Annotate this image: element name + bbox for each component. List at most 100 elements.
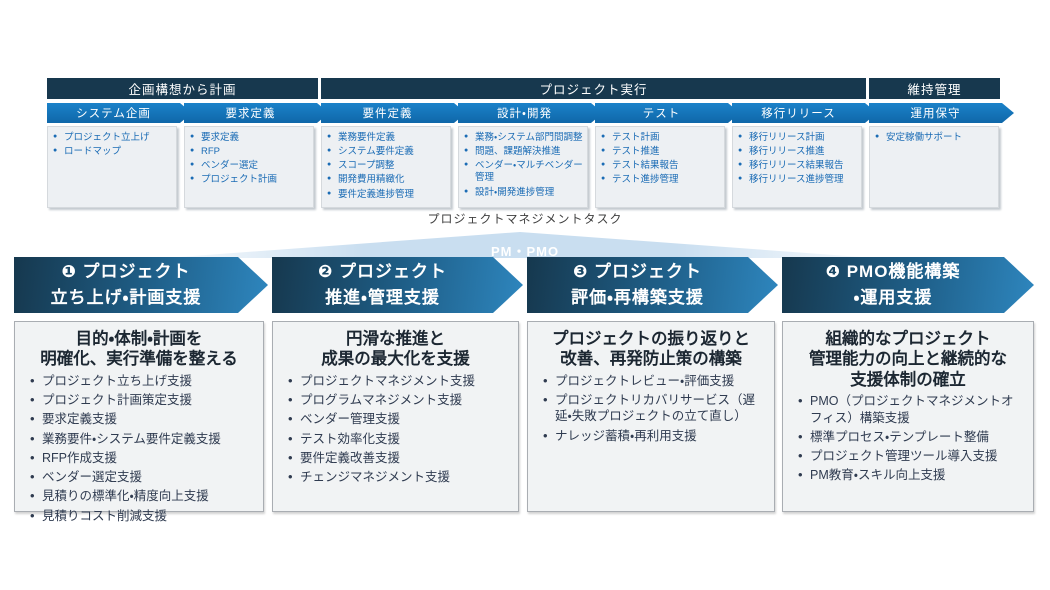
phase-arrow-label: 要件定義 bbox=[362, 108, 413, 120]
service-arrow-promotion-management: ❷ プロジェクト 推進・管理支援 bbox=[272, 257, 523, 313]
task-item: スコープ調整 bbox=[326, 160, 446, 172]
phase-task-list: 業務・システム部門間調整問題、課題解決推進ベンダー・マルチベンダー管理設計・開発… bbox=[463, 132, 583, 199]
phase-arrow: システム企画 bbox=[47, 103, 192, 123]
phase-task-box: 要求定義 RFP ベンダー選定プロジェクト計画 bbox=[184, 126, 314, 208]
service-item: プロジェクト立ち上げ支援 bbox=[27, 373, 255, 390]
phase-arrow: 要求定義 bbox=[184, 103, 329, 123]
service-item: ベンダー選定支援 bbox=[27, 469, 255, 486]
service-item: ベンダー管理支援 bbox=[285, 411, 510, 428]
task-item: 安定稼働サポート bbox=[874, 132, 994, 144]
phase-task-list: 安定稼働サポート bbox=[874, 132, 994, 144]
service-box-heading: 円滑な推進と 成果の最大化を支援 bbox=[321, 330, 470, 369]
service-item-list: PMO（プロジェクトマネジメントオフィス）構築支援標準プロセス・テンプレート整備… bbox=[789, 393, 1027, 484]
phase-arrow-label: システム企画 bbox=[76, 108, 151, 120]
phase-arrow: 運用保守 bbox=[869, 103, 1014, 123]
task-item: ロードマップ bbox=[52, 146, 172, 158]
service-item: 見積りコスト削減支援 bbox=[27, 508, 255, 525]
service-arrow-title-line2: 評価・再構築支援 bbox=[571, 288, 704, 307]
service-item: プロジェクトリカバリサービス（遅延・失敗プロジェクトの立て直し） bbox=[540, 392, 766, 425]
phase-column-design-development: 設計・開発 業務・システム部門間調整問題、課題解決推進ベンダー・マルチベンダー管… bbox=[458, 103, 591, 208]
service-arrow-evaluation-rebuild: ❸ プロジェクト 評価・再構築支援 bbox=[527, 257, 778, 313]
task-item: 業務要件定義 bbox=[326, 132, 446, 144]
service-item: プロジェクト管理ツール導入支援 bbox=[795, 448, 1025, 465]
service-arrow-title-line2: 推進・管理支援 bbox=[325, 288, 440, 307]
phase-column-test: テスト テスト計画テスト推進テスト結果報告テスト進捗管理 bbox=[595, 103, 728, 208]
task-item: ベンダー選定 bbox=[189, 160, 309, 172]
task-item: ベンダー・マルチベンダー管理 bbox=[463, 160, 583, 184]
phase-task-list: 業務要件定義システム要件定義スコープ調整開発費用精緻化要件定義進捗管理 bbox=[326, 132, 446, 201]
phase-group-header-planning: 企画構想から計画 bbox=[47, 78, 318, 99]
service-box-heading: 目的・体制・計画を 明確化、実行準備を整える bbox=[40, 330, 238, 369]
task-item: 移行リリース進捗管理 bbox=[737, 174, 857, 186]
task-item: 業務・システム部門間調整 bbox=[463, 132, 583, 144]
task-item: 開発費用精緻化 bbox=[326, 174, 446, 186]
phase-arrow-label: テスト bbox=[642, 108, 681, 120]
pm-pmo-label: PM・PMO bbox=[490, 244, 560, 259]
task-item: 設計・開発進捗管理 bbox=[463, 187, 583, 199]
task-item: テスト進捗管理 bbox=[600, 174, 720, 186]
phase-task-box: 業務・システム部門間調整問題、課題解決推進ベンダー・マルチベンダー管理設計・開発… bbox=[458, 126, 588, 208]
service-arrow-title-line1: ❶ プロジェクト bbox=[61, 262, 191, 281]
pm-task-label: プロジェクトマネジメントタスク bbox=[427, 212, 623, 226]
service-box-heading: プロジェクトの振り返りと 改善、再発防止策の構築 bbox=[552, 330, 750, 369]
phase-group-header-label: 企画構想から計画 bbox=[128, 83, 237, 97]
phase-task-box: 安定稼働サポート bbox=[869, 126, 999, 208]
phase-column-system-planning: システム企画 プロジェクト立上げロードマップ bbox=[47, 103, 180, 208]
service-arrow-title-line1: ❸ プロジェクト bbox=[572, 262, 703, 281]
service-arrow-title-line2: ・運用支援 bbox=[853, 288, 933, 307]
phase-task-box: プロジェクト立上げロードマップ bbox=[47, 126, 177, 208]
phase-column-migration-release: 移行リリース 移行リリース計画移行リリース推進移行リリース結果報告移行リリース進… bbox=[732, 103, 865, 208]
task-item: テスト計画 bbox=[600, 132, 720, 144]
service-item: PM教育・スキル向上支援 bbox=[795, 467, 1025, 484]
service-box-pmo-function: 組織的なプロジェクト 管理能力の向上と継続的な 支援体制の確立 PMO（プロジェ… bbox=[782, 321, 1034, 512]
phase-task-box: テスト計画テスト推進テスト結果報告テスト進捗管理 bbox=[595, 126, 725, 208]
service-item-list: プロジェクトマネジメント支援プログラムマネジメント支援ベンダー管理支援テスト効率… bbox=[279, 373, 512, 486]
phase-group-header-execution: プロジェクト実行 bbox=[321, 78, 866, 99]
service-item: プロジェクト計画策定支援 bbox=[27, 392, 255, 409]
phase-column-requirements-definition: 要件定義 業務要件定義システム要件定義スコープ調整開発費用精緻化要件定義進捗管理 bbox=[321, 103, 454, 208]
phase-task-list: 移行リリース計画移行リリース推進移行リリース結果報告移行リリース進捗管理 bbox=[737, 132, 857, 187]
service-arrow-title-line1: ❹ PMO機能構築 bbox=[825, 262, 961, 281]
service-item: チェンジマネジメント支援 bbox=[285, 469, 510, 486]
service-arrow-launch-planning: ❶ プロジェクト 立ち上げ・計画支援 bbox=[14, 257, 268, 313]
task-item: RFP bbox=[189, 146, 309, 158]
phase-arrow-label: 移行リリース bbox=[761, 108, 836, 120]
phase-arrow-label: 設計・開発 bbox=[497, 108, 552, 120]
phase-task-list: テスト計画テスト推進テスト結果報告テスト進捗管理 bbox=[600, 132, 720, 187]
task-item: システム要件定義 bbox=[326, 146, 446, 158]
service-arrow-title-line1: ❷ プロジェクト bbox=[317, 262, 448, 281]
phase-arrow-label: 運用保守 bbox=[910, 108, 961, 120]
service-item: 標準プロセス・テンプレート整備 bbox=[795, 429, 1025, 446]
phase-arrow: テスト bbox=[595, 103, 740, 123]
phase-arrow: 要件定義 bbox=[321, 103, 466, 123]
phase-group-header-maintenance: 維持管理 bbox=[869, 78, 1000, 99]
phase-task-list: 要求定義 RFP ベンダー選定プロジェクト計画 bbox=[189, 132, 309, 187]
service-item-list: プロジェクトレビュー・評価支援プロジェクトリカバリサービス（遅延・失敗プロジェク… bbox=[534, 373, 768, 445]
phase-task-list: プロジェクト立上げロードマップ bbox=[52, 132, 172, 158]
service-item: RFP作成支援 bbox=[27, 450, 255, 467]
service-item: プロジェクトマネジメント支援 bbox=[285, 373, 510, 390]
phase-arrow: 設計・開発 bbox=[458, 103, 603, 123]
service-item: 見積りの標準化・精度向上支援 bbox=[27, 488, 255, 505]
task-item: テスト推進 bbox=[600, 146, 720, 158]
service-box-launch-planning: 目的・体制・計画を 明確化、実行準備を整える プロジェクト立ち上げ支援プロジェク… bbox=[14, 321, 264, 525]
service-item: プログラムマネジメント支援 bbox=[285, 392, 510, 409]
service-item: 業務要件・システム要件定義支援 bbox=[27, 431, 255, 448]
task-item: 問題、課題解決推進 bbox=[463, 146, 583, 158]
service-item: テスト効率化支援 bbox=[285, 431, 510, 448]
task-item: 移行リリース結果報告 bbox=[737, 160, 857, 172]
service-box-heading: 組織的なプロジェクト 管理能力の向上と継続的な 支援体制の確立 bbox=[809, 330, 1007, 389]
phase-column-requirements-request: 要求定義 要求定義 RFP ベンダー選定プロジェクト計画 bbox=[184, 103, 317, 208]
service-item: 要件定義改善支援 bbox=[285, 450, 510, 467]
task-item: 移行リリース計画 bbox=[737, 132, 857, 144]
service-box-promotion-management: 円滑な推進と 成果の最大化を支援 プロジェクトマネジメント支援プログラムマネジメ… bbox=[272, 321, 519, 512]
task-item: プロジェクト計画 bbox=[189, 174, 309, 186]
service-item: 要求定義支援 bbox=[27, 411, 255, 428]
service-arrow-pmo-function: ❹ PMO機能構築 ・運用支援 bbox=[782, 257, 1034, 313]
phase-arrow: 移行リリース bbox=[732, 103, 877, 123]
task-item: 要求定義 bbox=[189, 132, 309, 144]
phase-arrow-label: 要求定義 bbox=[225, 108, 276, 120]
service-item: PMO（プロジェクトマネジメントオフィス）構築支援 bbox=[795, 393, 1025, 426]
phase-group-header-label: 維持管理 bbox=[907, 83, 962, 97]
service-arrow-title-line2: 立ち上げ・計画支援 bbox=[50, 288, 202, 307]
